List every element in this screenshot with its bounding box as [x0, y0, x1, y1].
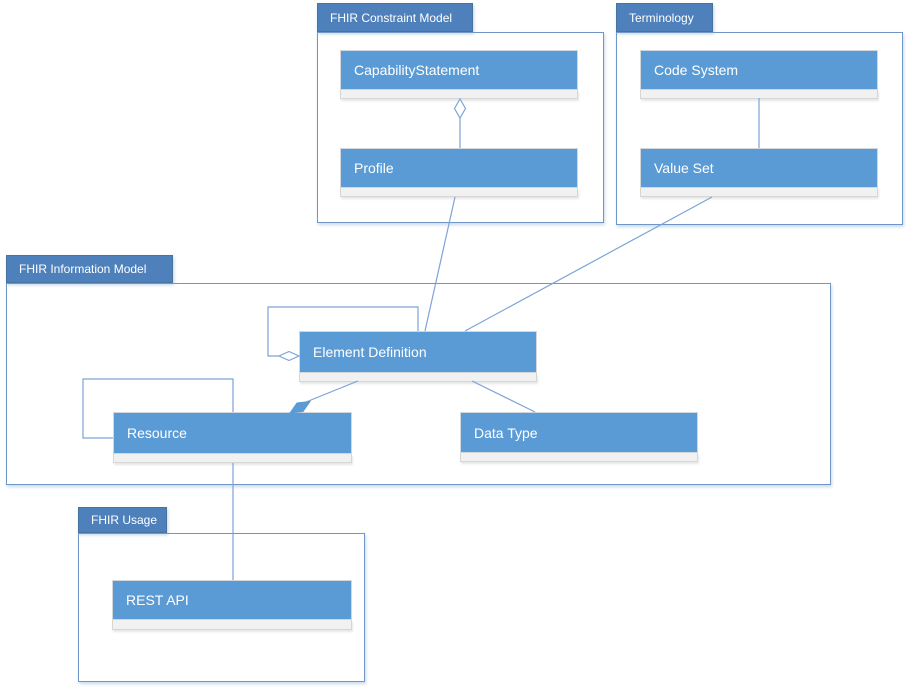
package-body-fhir-information-model	[6, 283, 831, 485]
node-rest-api-compartment	[112, 620, 352, 630]
node-value-set-box: Value Set	[640, 148, 878, 188]
node-rest-api-label: REST API	[126, 592, 189, 608]
package-tab-fhir-constraint-model: FHIR Constraint Model	[317, 3, 473, 32]
node-data-type-box: Data Type	[460, 412, 698, 453]
node-data-type-label: Data Type	[474, 424, 538, 441]
node-capability-statement-box: CapabilityStatement	[340, 50, 578, 90]
package-tab-fhir-usage: FHIR Usage	[78, 507, 167, 533]
node-resource-compartment	[113, 454, 352, 463]
node-data-type: Data Type	[460, 412, 698, 462]
node-rest-api: REST API	[112, 580, 352, 630]
package-tab-terminology: Terminology	[616, 3, 713, 32]
node-element-definition-label: Element Definition	[313, 344, 427, 360]
node-value-set-label: Value Set	[654, 160, 714, 176]
node-element-definition-box: Element Definition	[299, 331, 537, 373]
node-value-set: Value Set	[640, 148, 878, 197]
package-body-fhir-constraint-model	[317, 32, 604, 223]
node-code-system: Code System	[640, 50, 878, 99]
package-body-terminology	[616, 32, 903, 225]
node-resource-box: Resource	[113, 412, 352, 454]
node-capability-statement-compartment	[340, 90, 578, 99]
node-capability-statement-label: CapabilityStatement	[354, 62, 480, 78]
node-resource: Resource	[113, 412, 352, 463]
package-tab-fhir-information-model: FHIR Information Model	[6, 255, 173, 283]
node-data-type-compartment	[460, 453, 698, 462]
node-code-system-compartment	[640, 90, 878, 99]
node-profile: Profile	[340, 148, 578, 197]
node-profile-compartment	[340, 188, 578, 197]
node-element-definition-compartment	[299, 373, 537, 382]
package-body-fhir-usage	[78, 533, 365, 682]
node-element-definition: Element Definition	[299, 331, 537, 382]
node-resource-label: Resource	[127, 425, 187, 441]
node-code-system-box: Code System	[640, 50, 878, 90]
node-profile-box: Profile	[340, 148, 578, 188]
node-rest-api-box: REST API	[112, 580, 352, 620]
node-value-set-compartment	[640, 188, 878, 197]
node-code-system-label: Code System	[654, 62, 739, 78]
node-capability-statement: CapabilityStatement	[340, 50, 578, 99]
node-profile-label: Profile	[354, 160, 394, 176]
